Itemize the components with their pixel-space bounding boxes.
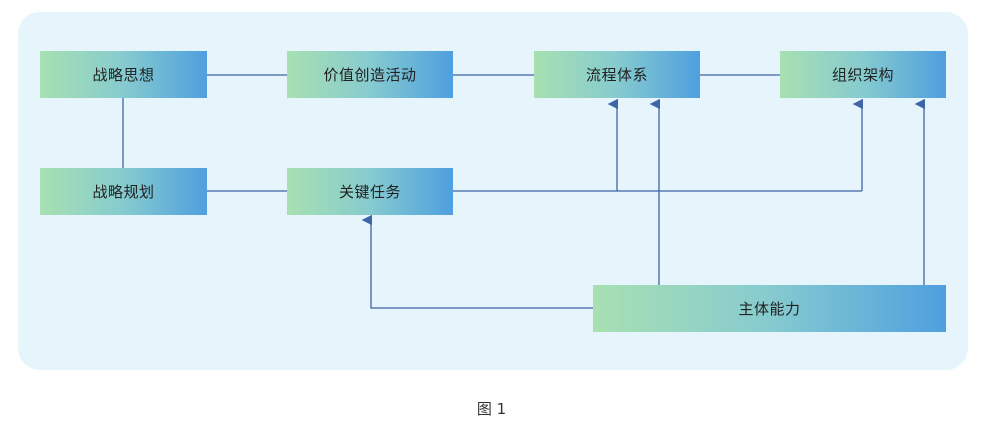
node-key-tasks: 关键任务 <box>287 168 453 215</box>
node-label: 战略规划 <box>92 183 155 201</box>
node-label: 关键任务 <box>338 183 401 201</box>
node-value-creation: 价值创造活动 <box>287 51 453 98</box>
node-org-structure: 组织架构 <box>780 51 946 98</box>
node-main-capability: 主体能力 <box>593 285 946 332</box>
node-strategy-plan: 战略规划 <box>40 168 207 215</box>
figure-caption: 图 1 <box>476 400 507 418</box>
node-strategy-thought: 战略思想 <box>40 51 207 98</box>
node-label: 流程体系 <box>585 66 648 84</box>
node-label: 组织架构 <box>831 66 894 84</box>
node-process-system: 流程体系 <box>534 51 700 98</box>
node-label: 价值创造活动 <box>323 66 417 84</box>
arrow-capability-tasks <box>361 214 593 309</box>
node-label: 战略思想 <box>92 66 155 84</box>
node-label: 主体能力 <box>738 300 801 318</box>
